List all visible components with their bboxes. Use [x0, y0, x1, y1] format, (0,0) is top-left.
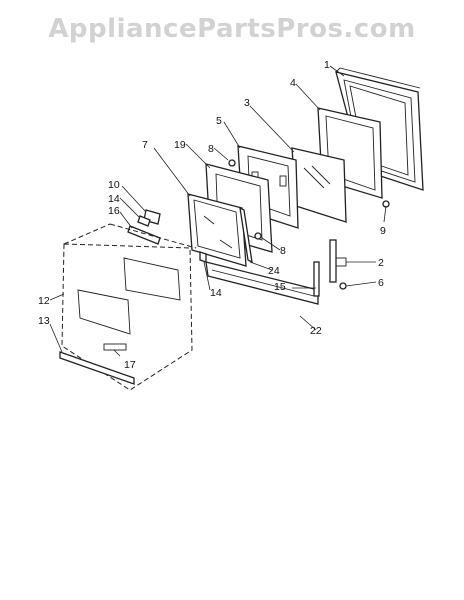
part-17-nameplate[interactable]: [103, 343, 127, 351]
part-14-clip-upper[interactable]: [137, 215, 151, 227]
callout-5: 5: [216, 115, 222, 127]
callout-3: 3: [244, 97, 250, 109]
leader-lines: [49, 65, 387, 357]
callout-14-upper: 14: [108, 193, 120, 205]
callout-24: 24: [268, 265, 280, 277]
part-2-hinge[interactable]: [329, 239, 347, 283]
callout-7: 7: [142, 139, 148, 151]
part-13-handle[interactable]: [59, 351, 135, 385]
callout-8-upper: 8: [208, 143, 214, 155]
part-3-inner-glass[interactable]: [291, 147, 347, 223]
part-8-screw-lower[interactable]: [254, 232, 262, 240]
callout-labels: 1 2 3 4 5 6 7 8 8 9 10 12 13 14 14 15 16…: [38, 59, 386, 371]
part-24-retainer[interactable]: [239, 206, 253, 264]
part-7-outer-glass[interactable]: [187, 193, 247, 267]
callout-8-lower: 8: [280, 245, 286, 257]
part-8-screw-upper[interactable]: [228, 159, 236, 167]
callout-4: 4: [290, 77, 296, 89]
part-12-door-panel[interactable]: [61, 223, 197, 391]
watermark-text: AppliancePartsPros.com: [48, 14, 416, 44]
callout-10: 10: [108, 179, 120, 191]
part-15-hinge-receiver[interactable]: [313, 261, 320, 297]
callout-19: 19: [174, 139, 186, 151]
callout-17: 17: [124, 359, 136, 371]
callout-22: 22: [310, 325, 322, 337]
callout-6: 6: [378, 277, 384, 289]
callout-12: 12: [38, 295, 50, 307]
callout-14-lower: 14: [210, 287, 222, 299]
callout-1: 1: [324, 59, 330, 71]
callout-9: 9: [380, 225, 386, 237]
part-6-screw[interactable]: [339, 282, 347, 290]
callout-13: 13: [38, 315, 50, 327]
callout-16: 16: [108, 205, 120, 217]
part-14-clip-lower[interactable]: [199, 251, 207, 263]
part-22-bottom-trim[interactable]: [205, 261, 319, 305]
callout-2: 2: [378, 257, 384, 269]
callout-15: 15: [274, 281, 286, 293]
part-16-trim[interactable]: [127, 225, 161, 245]
